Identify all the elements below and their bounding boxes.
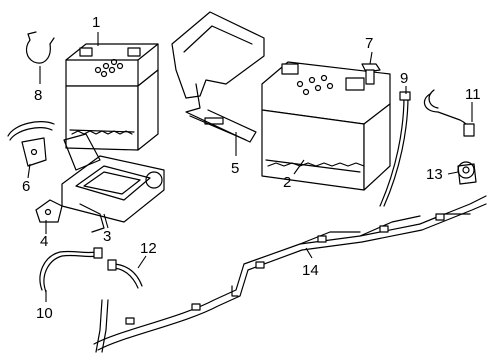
callout-2: 2 — [283, 174, 291, 191]
cable-drawing — [39, 247, 103, 293]
hold-down-bracket-drawing — [171, 11, 265, 143]
callouts: 1 2 3 4 5 6 7 8 9 10 11 12 13 14 — [22, 14, 481, 322]
cable-lead-drawing — [423, 89, 475, 137]
callout-1: 1 — [92, 14, 100, 31]
wiring-harness-drawing — [93, 195, 487, 353]
battery-tray-drawing — [61, 133, 165, 233]
callout-12: 12 — [140, 240, 157, 257]
callout-5: 5 — [231, 160, 239, 177]
callout-14: 14 — [302, 262, 319, 279]
callout-10: 10 — [36, 305, 53, 322]
sensor-drawing — [457, 161, 477, 185]
callout-9: 9 — [400, 70, 408, 87]
callout-7: 7 — [365, 35, 373, 52]
callout-3: 3 — [103, 228, 111, 245]
callout-4: 4 — [40, 233, 48, 250]
callout-6: 6 — [22, 178, 30, 195]
callout-8: 8 — [34, 87, 42, 104]
strap-drawing — [25, 31, 55, 64]
callout-13: 13 — [426, 166, 443, 183]
cable-short-drawing — [107, 259, 143, 289]
callout-11: 11 — [465, 86, 481, 103]
leader-lines — [27, 32, 473, 302]
bolt-drawing — [361, 63, 381, 85]
clamp-drawing — [7, 121, 55, 167]
battery-large-drawing — [261, 61, 391, 191]
battery-small-drawing — [65, 43, 159, 151]
vent-tube-drawing — [379, 91, 411, 207]
bracket-drawing — [35, 199, 63, 223]
